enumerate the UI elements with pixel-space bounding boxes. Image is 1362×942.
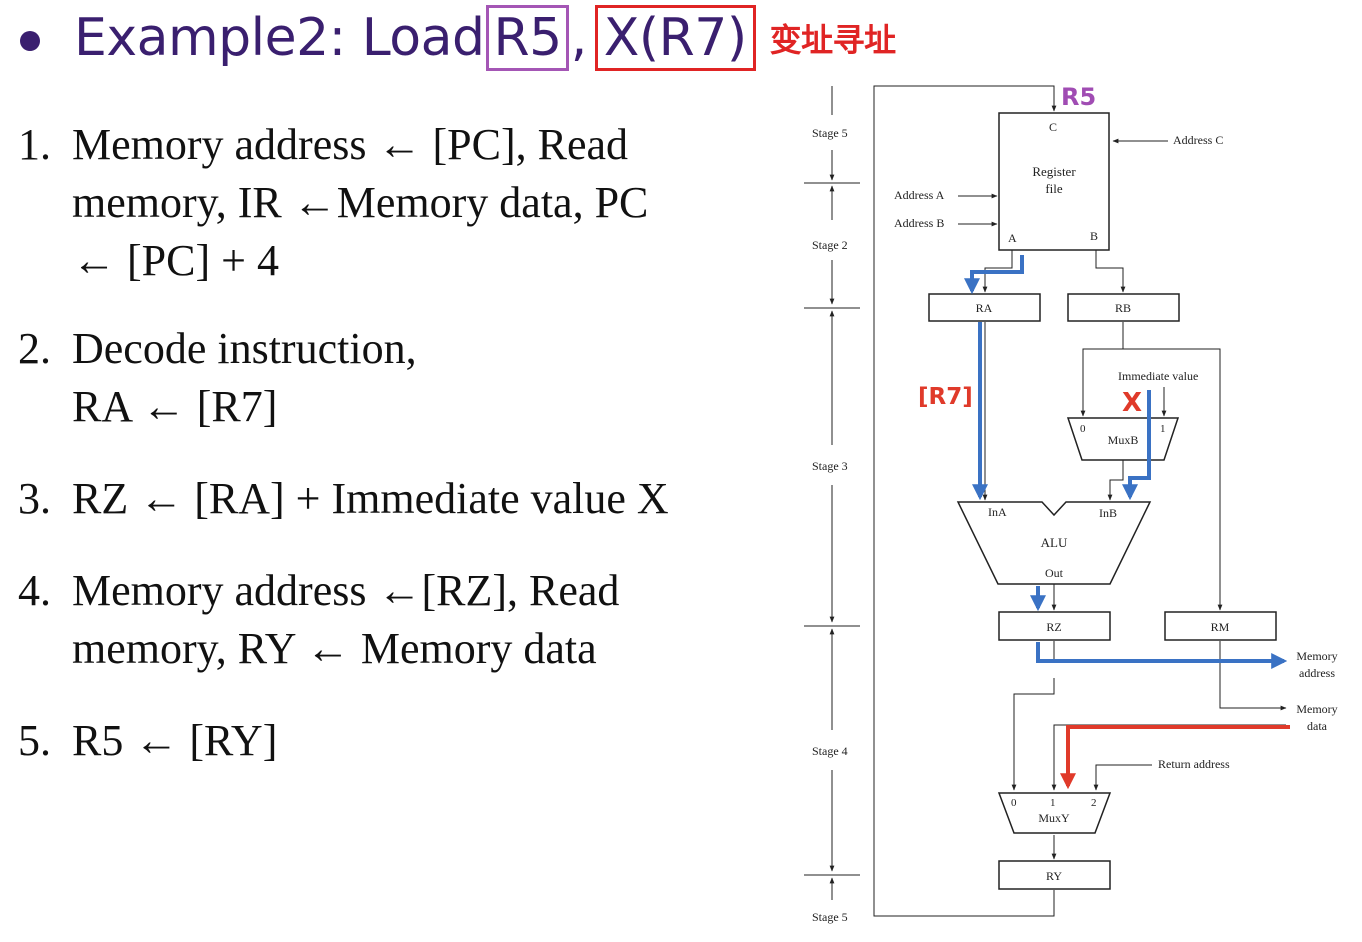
step-number: 1. (18, 120, 51, 169)
datapath-wires (873, 85, 1287, 917)
immediate-to-alu-path (1122, 390, 1151, 501)
alu-input-a: InA (988, 505, 1007, 519)
memory-address-label: address (1299, 666, 1335, 680)
step-text: RZ ← [RA] + Immediate value X (72, 470, 669, 528)
stage-axis (804, 86, 860, 900)
annotation-r7: [R7] (918, 384, 973, 410)
step-line: RZ ← [RA] + Immediate value X (72, 474, 669, 523)
rb-label: RB (1115, 301, 1131, 315)
memory-data-label: data (1307, 719, 1328, 733)
alu-block (956, 501, 1152, 585)
step-number: 2. (18, 324, 51, 373)
register-file-label: file (1045, 181, 1063, 196)
muxb-input-0: 0 (1080, 423, 1086, 435)
muxy-input-2: 2 (1091, 797, 1097, 809)
step-5: 5. R5 ← [RY] (18, 712, 778, 770)
step-text: Decode instruction, RA ← [R7] (72, 320, 417, 436)
rm-register (1164, 611, 1277, 641)
register-file-block (998, 112, 1110, 251)
step-number: 3. (18, 474, 51, 523)
step-3: 3. RZ ← [RA] + Immediate value X (18, 470, 778, 528)
step-list: 1. Memory address ← [PC], Read memory, I… (18, 116, 778, 804)
address-c-label: Address C (1173, 133, 1223, 147)
ry-register (998, 860, 1111, 890)
stage-label: Stage 2 (812, 238, 848, 252)
step-line: ← [PC] + 4 (72, 236, 279, 285)
annotation-x: X (1122, 388, 1142, 418)
step-line: Decode instruction, (72, 324, 417, 373)
step-line: R5 ← [RY] (72, 716, 278, 765)
alu-label: ALU (1041, 535, 1068, 550)
step-text: Memory address ←[RZ], Read memory, RY ← … (72, 562, 619, 678)
bullet-icon (20, 31, 40, 51)
step-line: Memory address ← [PC], Read (72, 120, 629, 169)
rz-label: RZ (1046, 620, 1061, 634)
step-line: memory, RY ← Memory data (72, 624, 597, 673)
step-line: memory, IR ←Memory data, PC (72, 178, 649, 227)
memory-address-label: Memory (1296, 649, 1337, 663)
rm-label: RM (1211, 620, 1230, 634)
step-1: 1. Memory address ← [PC], Read memory, I… (18, 116, 778, 290)
memory-data-label: Memory (1296, 702, 1337, 716)
step-2: 2. Decode instruction, RA ← [R7] (18, 320, 778, 436)
r7-to-ra-path (964, 255, 1024, 295)
ra-register (928, 293, 1041, 322)
ry-label: RY (1046, 869, 1062, 883)
step-4: 4. Memory address ←[RZ], Read memory, RY… (18, 562, 778, 678)
address-b-label: Address B (894, 216, 944, 230)
register-file-port-a: A (1008, 231, 1017, 245)
memory-data-to-muxy-path (1060, 725, 1290, 790)
alu-output: Out (1045, 566, 1064, 580)
rz-to-memory-path (1036, 642, 1288, 669)
rb-register (1067, 293, 1180, 322)
return-address-label: Return address (1158, 757, 1230, 771)
muxy-block (997, 792, 1112, 834)
register-file-port-c: C (1049, 120, 1057, 134)
muxy-input-0: 0 (1011, 797, 1017, 809)
address-a-label: Address A (894, 188, 945, 202)
title-operand-box: X(R7) (594, 5, 756, 71)
step-text: Memory address ← [PC], Read memory, IR ←… (72, 116, 648, 290)
register-file-port-b: B (1090, 229, 1098, 243)
immediate-value-label: Immediate value (1118, 369, 1198, 383)
step-number: 4. (18, 566, 51, 615)
rz-register (998, 611, 1111, 641)
ra-label: RA (976, 301, 993, 315)
step-line: RA ← [R7] (72, 382, 278, 431)
slide-title: Example2: Load R5 , X(R7) 变址寻址 (20, 0, 896, 76)
register-file-label: Register (1032, 164, 1076, 179)
alu-input-b: InB (1099, 506, 1117, 520)
title-comma: , (570, 8, 588, 68)
datapath-diagram: Stage 5 Stage 2 Stage 3 Stage 4 Stage 5 … (804, 83, 1338, 924)
highlight-paths (964, 255, 1290, 790)
addressing-mode-tag: 变址寻址 (769, 21, 897, 59)
stage-label: Stage 3 (812, 459, 848, 473)
step-number: 5. (18, 716, 51, 765)
stage-label: Stage 4 (812, 744, 848, 758)
step-line: Memory address ←[RZ], Read (72, 566, 620, 615)
muxy-label: MuxY (1038, 811, 1070, 825)
title-register-box: R5 (486, 5, 569, 71)
stage-label: Stage 5 (812, 910, 848, 924)
step-text: R5 ← [RY] (72, 712, 277, 770)
stage-label: Stage 5 (812, 126, 848, 140)
title-prefix: Example2: Load (74, 8, 485, 68)
annotation-r5: R5 (1061, 83, 1096, 111)
muxb-label: MuxB (1108, 433, 1139, 447)
muxy-input-1: 1 (1050, 797, 1056, 809)
muxb-input-1: 1 (1160, 423, 1166, 435)
